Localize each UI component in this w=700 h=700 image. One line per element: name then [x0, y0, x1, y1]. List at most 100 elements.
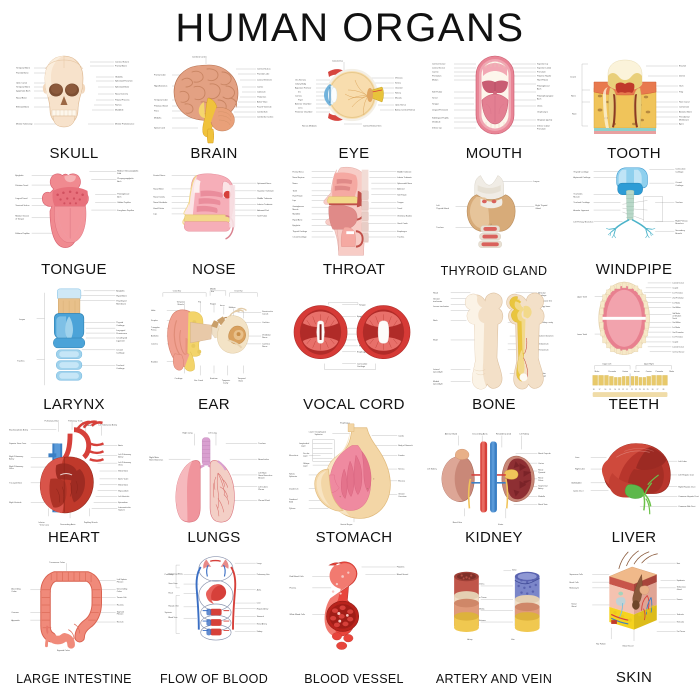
svg-text:Esophagus: Esophagus	[397, 231, 407, 233]
svg-text:Basal Cells: Basal Cells	[569, 582, 578, 584]
caption-teeth: TEETH	[608, 396, 660, 414]
svg-text:Middle: Middle	[210, 289, 216, 291]
svg-text:Left Lung: Left Lung	[208, 432, 217, 435]
svg-text:Sigmoid Colon: Sigmoid Colon	[57, 650, 70, 652]
svg-text:Pulmonary Artery: Pulmonary Artery	[168, 572, 182, 575]
svg-text:Descending: Descending	[117, 588, 127, 590]
svg-text:Nerve: Nerve	[262, 336, 267, 339]
svg-text:Tongue: Tongue	[359, 305, 367, 307]
svg-text:Secondary: Secondary	[675, 230, 685, 232]
caption-bone: BONE	[472, 396, 516, 414]
svg-text:Pulmonary Vein: Pulmonary Vein	[257, 573, 270, 576]
svg-text:Branchi: Branchi	[675, 233, 682, 235]
svg-text:Trachea: Trachea	[436, 227, 444, 229]
svg-text:Platelets: Platelets	[397, 566, 405, 569]
svg-text:Earlobe: Earlobe	[151, 361, 158, 364]
svg-text:Dermis: Dermis	[677, 598, 683, 601]
svg-text:Aorta: Aorta	[118, 444, 123, 447]
svg-text:Trachealis: Trachealis	[573, 194, 582, 196]
svg-text:Epiphyseal line: Epiphyseal line	[538, 301, 553, 303]
svg-text:Gland: Gland	[677, 589, 682, 591]
svg-text:Cerebral Cortex: Cerebral Cortex	[192, 56, 208, 59]
svg-text:Cochlear: Cochlear	[262, 343, 270, 346]
svg-text:Canine: Canine	[646, 371, 652, 373]
svg-text:Mucosa: Mucosa	[398, 481, 406, 483]
svg-text:Sphincter: Sphincter	[315, 433, 323, 436]
svg-text:Sphenoid Foramen: Sphenoid Foramen	[115, 80, 134, 83]
svg-text:Medulla: Medulla	[154, 118, 162, 120]
svg-text:Palatine Raphe: Palatine Raphe	[537, 75, 552, 78]
svg-text:Inferior Turbinate: Inferior Turbinate	[257, 203, 273, 206]
svg-text:Vitreous: Vitreous	[395, 77, 403, 80]
svg-text:Septum: Septum	[118, 509, 125, 512]
svg-text:Thyroid: Thyroid	[116, 321, 123, 324]
svg-text:Papillary Muscle: Papillary Muscle	[84, 522, 98, 524]
svg-text:Renal: Renal	[538, 478, 544, 480]
caption-mouth: MOUTH	[465, 145, 523, 163]
svg-text:24: 24	[643, 389, 645, 391]
svg-text:Trachea: Trachea	[397, 237, 405, 239]
svg-text:Left Lobes: Left Lobes	[258, 486, 268, 489]
svg-text:Cornea: Cornea	[295, 95, 303, 98]
svg-text:Left Pulmonary: Left Pulmonary	[118, 461, 131, 464]
svg-text:Prominence: Prominence	[116, 332, 128, 335]
svg-text:Right Pulmonary: Right Pulmonary	[9, 465, 23, 468]
svg-text:Eardrum: Eardrum	[210, 377, 218, 380]
svg-text:Cystic Duct: Cystic Duct	[573, 490, 584, 493]
svg-text:27: 27	[657, 389, 659, 391]
svg-text:Sublingual Papilla: Sublingual Papilla	[432, 118, 449, 120]
svg-text:Right Lung: Right Lung	[183, 432, 193, 435]
svg-text:Temporal: Temporal	[177, 301, 186, 304]
svg-text:Arch: Arch	[537, 88, 542, 91]
svg-text:Malleus: Malleus	[229, 307, 236, 309]
svg-text:Inner Ear: Inner Ear	[235, 290, 243, 293]
svg-text:Right Pulmonary: Right Pulmonary	[9, 455, 23, 458]
svg-text:Body of Stomach: Body of Stomach	[398, 444, 413, 447]
svg-text:Artery: Artery	[538, 487, 543, 490]
svg-text:Lens: Lens	[298, 108, 303, 110]
svg-text:15: 15	[609, 389, 611, 391]
svg-text:16: 16	[605, 389, 607, 391]
svg-text:Pleural Fluid: Pleural Fluid	[258, 499, 269, 502]
svg-text:2nd Premolar: 2nd Premolar	[672, 332, 684, 334]
svg-text:epicondyle: epicondyle	[433, 372, 444, 374]
svg-text:Molar: Molar	[669, 371, 674, 373]
svg-text:Ciliary Body: Ciliary Body	[295, 83, 307, 86]
svg-text:Teeth: Teeth	[672, 317, 677, 320]
caption-lungs: LUNGS	[187, 529, 241, 547]
svg-text:Bone: Bone	[239, 381, 244, 383]
svg-text:Tunica Externa: Tunica Externa	[473, 619, 486, 622]
svg-text:Membrane: Membrane	[679, 119, 690, 122]
svg-text:Artery Central Retinal: Artery Central Retinal	[395, 109, 415, 112]
svg-text:Parietal Lobe: Parietal Lobe	[257, 73, 270, 76]
svg-text:11: 11	[626, 389, 628, 391]
svg-text:Tunica Intima: Tunica Intima	[473, 583, 485, 586]
svg-text:Mental Tuberosity: Mental Tuberosity	[16, 123, 33, 126]
svg-text:Root: Root	[572, 113, 577, 116]
svg-text:Bulb: Bulb	[289, 502, 293, 504]
svg-text:Taenia Coli: Taenia Coli	[117, 597, 127, 599]
svg-text:Outer Ear: Outer Ear	[173, 290, 182, 293]
caption-ear: EAR	[198, 396, 230, 414]
svg-text:Arbor Vitae: Arbor Vitae	[257, 101, 268, 104]
svg-text:Larynx: Larynx	[533, 181, 539, 183]
svg-text:Cerebellum: Cerebellum	[257, 111, 268, 114]
svg-text:Frenulum: Frenulum	[537, 128, 546, 131]
svg-text:Left Lobe: Left Lobe	[678, 460, 687, 463]
svg-text:Fungiform Papillae: Fungiform Papillae	[117, 210, 135, 212]
svg-text:Hair: Hair	[677, 562, 681, 565]
